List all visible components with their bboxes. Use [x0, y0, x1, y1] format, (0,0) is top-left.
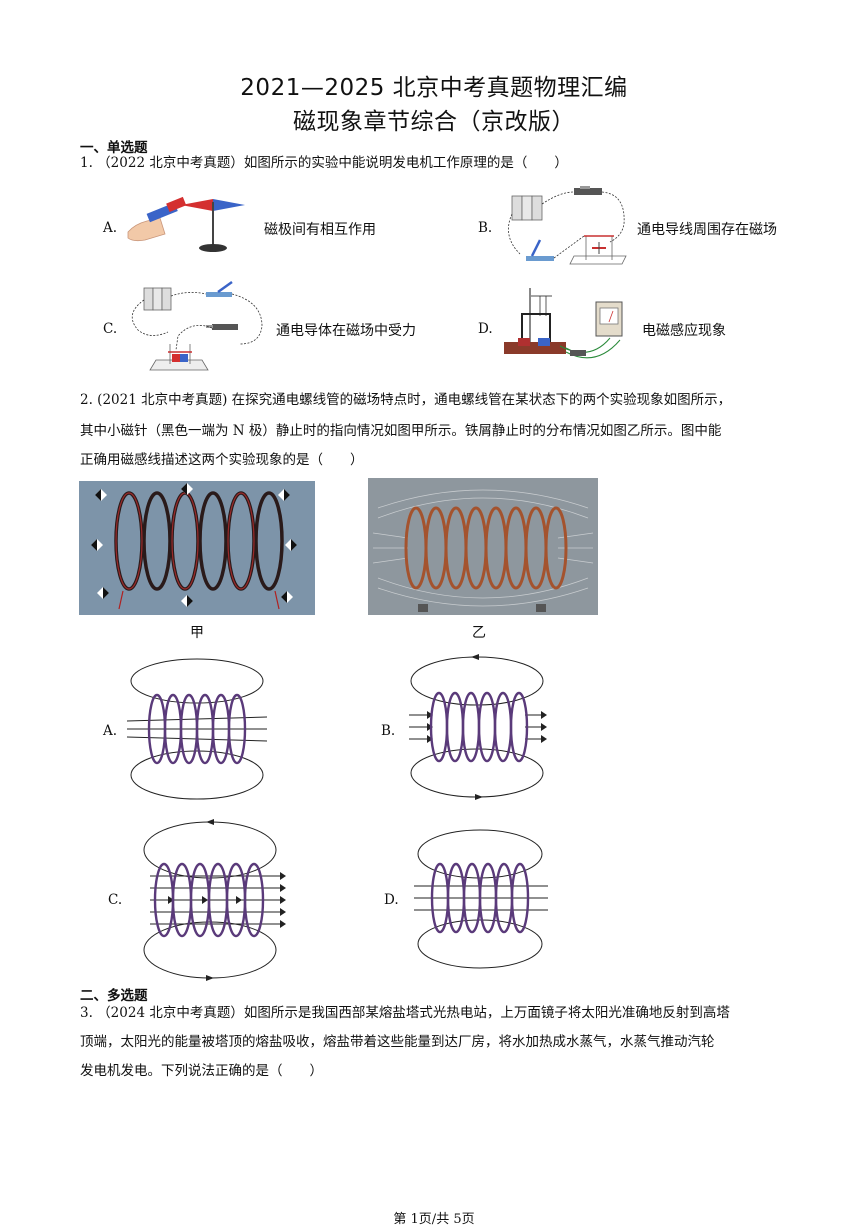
q1-option-c-letter: C. — [103, 321, 118, 337]
page-number: 第 1页/共 5页 — [393, 1212, 475, 1227]
q1-option-c-text: 通电导体在磁场中受力 — [276, 323, 416, 339]
q2-option-d-letter: D. — [384, 892, 399, 908]
q3-stem-line-2: 顶端，太阳光的能量被塔顶的熔盐吸收，熔盐带着这些能量到达厂房，将水加热成水蒸气，… — [80, 1034, 715, 1050]
q2-photo-label-yi: 乙 — [472, 625, 486, 641]
section-heading-multiple-choice: 二、多选题 — [80, 988, 148, 1004]
q1-option-c-figure — [131, 280, 263, 371]
q2-stem-line-2: 其中小磁针（黑色一端为 N 极）静止时的指向情况如图甲所示。铁屑静止时的分布情况… — [80, 423, 722, 439]
q1-option-a-figure — [127, 196, 245, 252]
q1-option-a-letter: A. — [103, 220, 118, 236]
q2-option-d-figure — [414, 829, 548, 969]
q3-stem-line-1: 3. （2024 北京中考真题）如图所示是我国西部某熔盐塔式光热电站，上万面镜子… — [80, 1005, 730, 1021]
page-title: 2021—2025 北京中考真题物理汇编 — [240, 75, 628, 101]
q1-stem: 1. （2022 北京中考真题）如图所示的实验中能说明发电机工作原理的是（ ） — [80, 155, 568, 171]
q2-option-c-letter: C. — [108, 892, 123, 908]
q1-option-d-text: 电磁感应现象 — [642, 323, 726, 339]
q2-stem-line-3: 正确用磁感线描述这两个实验现象的是（ ） — [80, 452, 364, 468]
q2-option-b-figure — [409, 654, 547, 800]
page-subtitle: 磁现象章节综合（京改版） — [293, 109, 575, 135]
q2-option-a-letter: A. — [103, 723, 118, 739]
q1-option-a-text: 磁极间有相互作用 — [264, 222, 376, 238]
q1-option-d-figure — [504, 288, 623, 359]
q2-option-b-letter: B. — [381, 723, 396, 739]
q1-option-d-letter: D. — [478, 321, 493, 337]
q2-stem-line-1: 2. (2021 北京中考真题) 在探究通电螺线管的磁场特点时，通电螺线管在某状… — [80, 392, 732, 408]
q2-photo-iron-filings — [368, 478, 598, 615]
q3-stem-line-3: 发电机发电。下列说法正确的是（ ） — [80, 1063, 323, 1079]
q2-option-c-figure — [143, 819, 286, 981]
q1-option-b-text: 通电导线周围存在磁场 — [637, 222, 777, 238]
q1-option-b-letter: B. — [478, 220, 493, 236]
q2-option-a-figure — [126, 658, 268, 800]
section-heading-single-choice: 一、单选题 — [80, 140, 148, 156]
q2-photo-compass-needles — [79, 481, 315, 615]
q1-option-b-figure — [508, 186, 627, 265]
q2-photo-label-jia: 甲 — [190, 625, 204, 641]
